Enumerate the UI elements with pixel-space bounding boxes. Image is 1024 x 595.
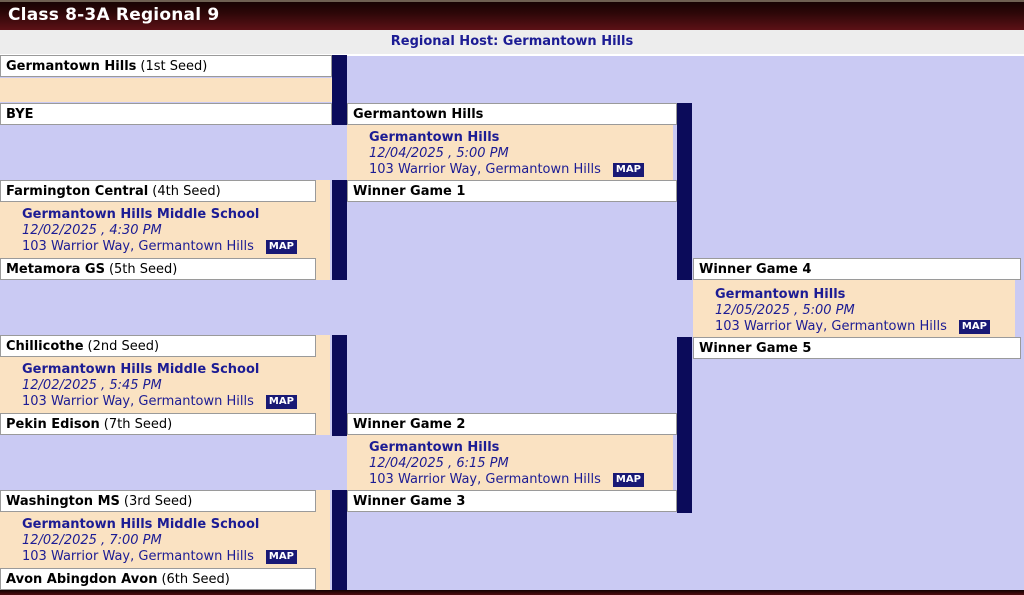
team-name: Farmington Central bbox=[6, 184, 149, 199]
game-datetime: 12/05/2025 , 5:00 PM bbox=[715, 303, 855, 318]
game1-info: Germantown Hills Middle School 12/02/202… bbox=[0, 202, 330, 258]
team-seed: (6th Seed) bbox=[161, 572, 230, 587]
team-name: Metamora GS bbox=[6, 262, 105, 277]
bracket-slot-seed2: Chillicothe(2nd Seed) bbox=[0, 335, 316, 357]
bracket-slot-semifinal1-top: Germantown Hills bbox=[347, 103, 677, 125]
championship-info: Germantown Hills 12/05/2025 , 5:00 PM 10… bbox=[693, 280, 1015, 337]
bracket-slot-final-bottom: Winner Game 5 bbox=[693, 337, 1021, 359]
game-address: 103 Warrior Way, Germantown Hills bbox=[715, 319, 947, 334]
game-address: 103 Warrior Way, Germantown Hills bbox=[22, 394, 254, 409]
team-name: Winner Game 3 bbox=[353, 494, 466, 509]
map-button[interactable]: MAP bbox=[612, 473, 644, 487]
venue-name: Germantown Hills Middle School bbox=[22, 207, 260, 222]
bracket-slot-seed6: Avon Abingdon Avon(6th Seed) bbox=[0, 568, 316, 590]
team-name: Germantown Hills bbox=[6, 59, 137, 74]
bracket-slot-seed5: Metamora GS(5th Seed) bbox=[0, 258, 316, 280]
map-button[interactable]: MAP bbox=[265, 550, 297, 564]
bracket-slot-semifinal2-bottom: Winner Game 3 bbox=[347, 490, 677, 512]
game-address: 103 Warrior Way, Germantown Hills bbox=[22, 549, 254, 564]
page-title: Class 8-3A Regional 9 bbox=[8, 5, 220, 25]
bracket-slot-semifinal2-top: Winner Game 2 bbox=[347, 413, 677, 435]
game-address: 103 Warrior Way, Germantown Hills bbox=[369, 472, 601, 487]
game2-info: Germantown Hills Middle School 12/02/202… bbox=[0, 357, 330, 413]
connector-bar bbox=[677, 103, 692, 280]
team-seed: (3rd Seed) bbox=[123, 494, 193, 509]
team-name: BYE bbox=[6, 107, 34, 122]
team-name: Washington MS bbox=[6, 494, 120, 509]
bracket-slot-bye: BYE bbox=[0, 103, 332, 125]
bracket-slot-seed4: Farmington Central(4th Seed) bbox=[0, 180, 316, 202]
map-button[interactable]: MAP bbox=[958, 320, 990, 334]
regional-host-banner: Regional Host: Germantown Hills bbox=[0, 30, 1024, 56]
game-datetime: 12/04/2025 , 6:15 PM bbox=[369, 456, 509, 471]
team-name: Avon Abingdon Avon bbox=[6, 572, 158, 587]
connector-bar bbox=[332, 490, 347, 590]
team-seed: (2nd Seed) bbox=[87, 339, 160, 354]
map-button[interactable]: MAP bbox=[265, 395, 297, 409]
team-seed: (7th Seed) bbox=[103, 417, 173, 432]
venue-name: Germantown Hills bbox=[369, 440, 500, 455]
game-address: 103 Warrior Way, Germantown Hills bbox=[22, 239, 254, 254]
game-datetime: 12/02/2025 , 7:00 PM bbox=[22, 533, 162, 548]
team-name: Winner Game 2 bbox=[353, 417, 466, 432]
map-button[interactable]: MAP bbox=[265, 240, 297, 254]
connector-bar bbox=[677, 337, 692, 513]
footer-bar bbox=[0, 590, 1024, 595]
connector-bar bbox=[332, 180, 347, 280]
connector-bar bbox=[332, 335, 347, 436]
game-datetime: 12/04/2025 , 5:00 PM bbox=[369, 146, 509, 161]
team-name: Winner Game 4 bbox=[699, 262, 812, 277]
team-seed: (1st Seed) bbox=[140, 59, 208, 74]
bracket-slot-final-top: Winner Game 4 bbox=[693, 258, 1021, 280]
game4-info: Germantown Hills 12/04/2025 , 5:00 PM 10… bbox=[347, 125, 673, 180]
game-datetime: 12/02/2025 , 5:45 PM bbox=[22, 378, 162, 393]
team-seed: (5th Seed) bbox=[108, 262, 178, 277]
venue-name: Germantown Hills Middle School bbox=[22, 362, 260, 377]
game3-info: Germantown Hills Middle School 12/02/202… bbox=[0, 512, 330, 568]
venue-name: Germantown Hills Middle School bbox=[22, 517, 260, 532]
team-name: Winner Game 5 bbox=[699, 341, 812, 356]
game5-info: Germantown Hills 12/04/2025 , 6:15 PM 10… bbox=[347, 435, 673, 490]
bracket-slot-seed1: Germantown Hills(1st Seed) bbox=[0, 55, 332, 77]
team-name: Winner Game 1 bbox=[353, 184, 466, 199]
bracket-slot-semifinal1-bottom: Winner Game 1 bbox=[347, 180, 677, 202]
bye-game-box bbox=[0, 78, 332, 102]
bracket-slot-seed3: Washington MS(3rd Seed) bbox=[0, 490, 316, 512]
game-address: 103 Warrior Way, Germantown Hills bbox=[369, 162, 601, 177]
team-name: Pekin Edison bbox=[6, 417, 100, 432]
team-name: Chillicothe bbox=[6, 339, 84, 354]
game-datetime: 12/02/2025 , 4:30 PM bbox=[22, 223, 162, 238]
map-button[interactable]: MAP bbox=[612, 163, 644, 177]
venue-name: Germantown Hills bbox=[369, 130, 500, 145]
team-seed: (4th Seed) bbox=[152, 184, 221, 199]
connector-bar bbox=[332, 55, 347, 125]
bracket-slot-seed7: Pekin Edison(7th Seed) bbox=[0, 413, 316, 435]
venue-name: Germantown Hills bbox=[715, 287, 846, 302]
page-header: Class 8-3A Regional 9 bbox=[0, 0, 1024, 30]
team-name: Germantown Hills bbox=[353, 107, 484, 122]
